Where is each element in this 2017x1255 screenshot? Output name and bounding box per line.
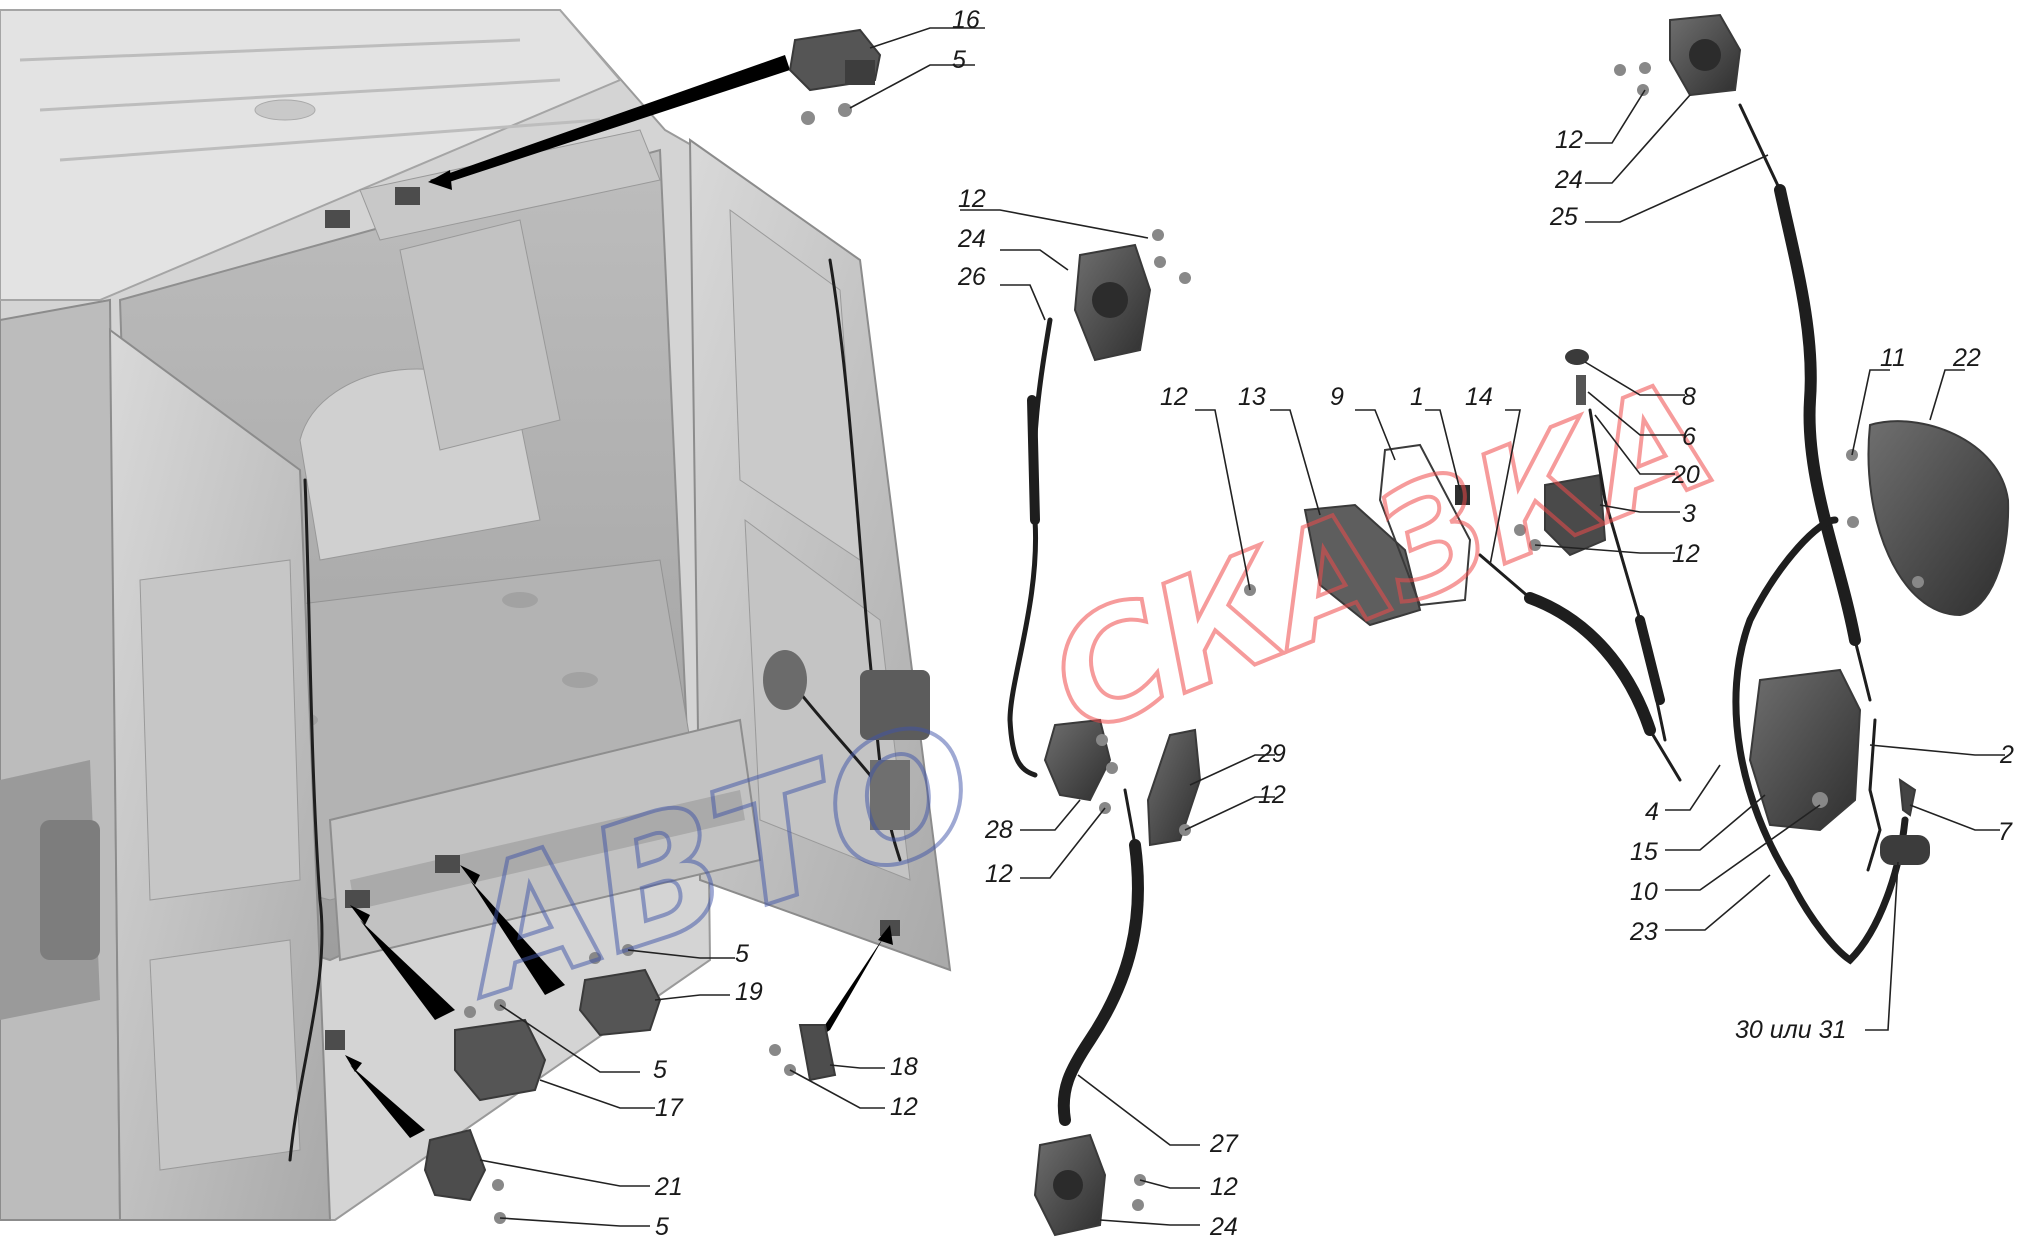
callout-12-cover: 12 <box>1672 540 1700 568</box>
callout-12-plate: 12 <box>890 1093 918 1121</box>
callout-10: 10 <box>1630 878 1658 906</box>
parts-group <box>423 13 2010 1237</box>
callout-11: 11 <box>1880 344 1906 372</box>
callout-13: 13 <box>1238 383 1266 411</box>
callout-5-upper-hinge: 5 <box>735 940 749 968</box>
callout-26: 26 <box>957 263 986 291</box>
callout-16: 16 <box>952 6 980 34</box>
part-9-frame <box>1378 443 1472 607</box>
callout-24-bottom: 24 <box>1209 1213 1238 1241</box>
callout-30-or-31: 30 или 31 <box>1735 1016 1846 1044</box>
callout-24-center: 24 <box>957 225 986 253</box>
part-24-lock-upper-center <box>1073 229 1191 362</box>
callout-8: 8 <box>1682 383 1696 411</box>
part-13-handle-housing <box>1303 503 1422 627</box>
callout-4: 4 <box>1645 798 1659 826</box>
watermark-primary: СКАЗКА <box>1028 347 1737 768</box>
callout-2: 2 <box>1999 741 2014 769</box>
callout-12-center-top: 12 <box>958 185 986 213</box>
callout-20: 20 <box>1671 461 1700 489</box>
callout-1: 1 <box>1410 383 1424 411</box>
callout-12-handle: 12 <box>1160 383 1188 411</box>
callout-18: 18 <box>890 1053 918 1081</box>
part-17-hinge <box>454 1018 547 1102</box>
callout-5-bottom: 5 <box>655 1213 669 1241</box>
callout-12-bottom: 12 <box>1210 1173 1238 1201</box>
callout-21: 21 <box>654 1173 683 1201</box>
callout-23: 23 <box>1629 918 1658 946</box>
callout-29: 29 <box>1257 740 1286 768</box>
part-3-cover <box>1544 473 1607 557</box>
callout-15: 15 <box>1630 838 1658 866</box>
callout-14: 14 <box>1465 383 1493 411</box>
callout-6: 6 <box>1682 423 1696 451</box>
callout-12-handle-29: 12 <box>1258 781 1286 809</box>
callout-5-top: 5 <box>952 46 966 74</box>
part-16-hinge <box>788 28 882 125</box>
part-26-cable <box>1007 317 1053 778</box>
part-14-cable <box>1524 592 1656 736</box>
part-24-lock-lower <box>1033 1133 1146 1237</box>
callout-5-lower-hinge: 5 <box>653 1056 667 1084</box>
part-27-cable <box>1057 839 1144 1126</box>
callout-7: 7 <box>1998 818 2013 846</box>
callout-12-upper-right: 12 <box>1555 126 1583 154</box>
callout-3: 3 <box>1682 500 1696 528</box>
callout-19: 19 <box>735 978 763 1006</box>
callout-12-latch: 12 <box>985 860 1013 888</box>
van-body-illustration <box>0 9 952 1221</box>
part-28-latch <box>1043 718 1118 802</box>
part-29-inner-handle <box>1146 728 1202 847</box>
callout-24-upper-right: 24 <box>1554 166 1583 194</box>
callout-25: 25 <box>1549 203 1578 231</box>
callout-28: 28 <box>984 816 1013 844</box>
callout-9: 9 <box>1330 383 1344 411</box>
part-15-lock-body <box>1748 668 1862 832</box>
part-23-cable <box>1732 516 1909 965</box>
callouts: 16 5 12 24 26 12 13 9 1 14 8 6 <box>479 6 2014 1241</box>
callout-22: 22 <box>1952 344 1981 372</box>
part-21-striker <box>423 1128 487 1202</box>
part-18-plate <box>798 1024 837 1082</box>
part-25-cable <box>1774 184 1861 646</box>
pointer-arrows <box>345 55 893 1138</box>
part-22-outer-handle <box>1846 420 2010 617</box>
part-19-hinge <box>578 968 662 1037</box>
callout-17: 17 <box>655 1094 684 1122</box>
callout-27: 27 <box>1209 1130 1239 1158</box>
part-24-lock-upper-right <box>1614 13 1742 97</box>
